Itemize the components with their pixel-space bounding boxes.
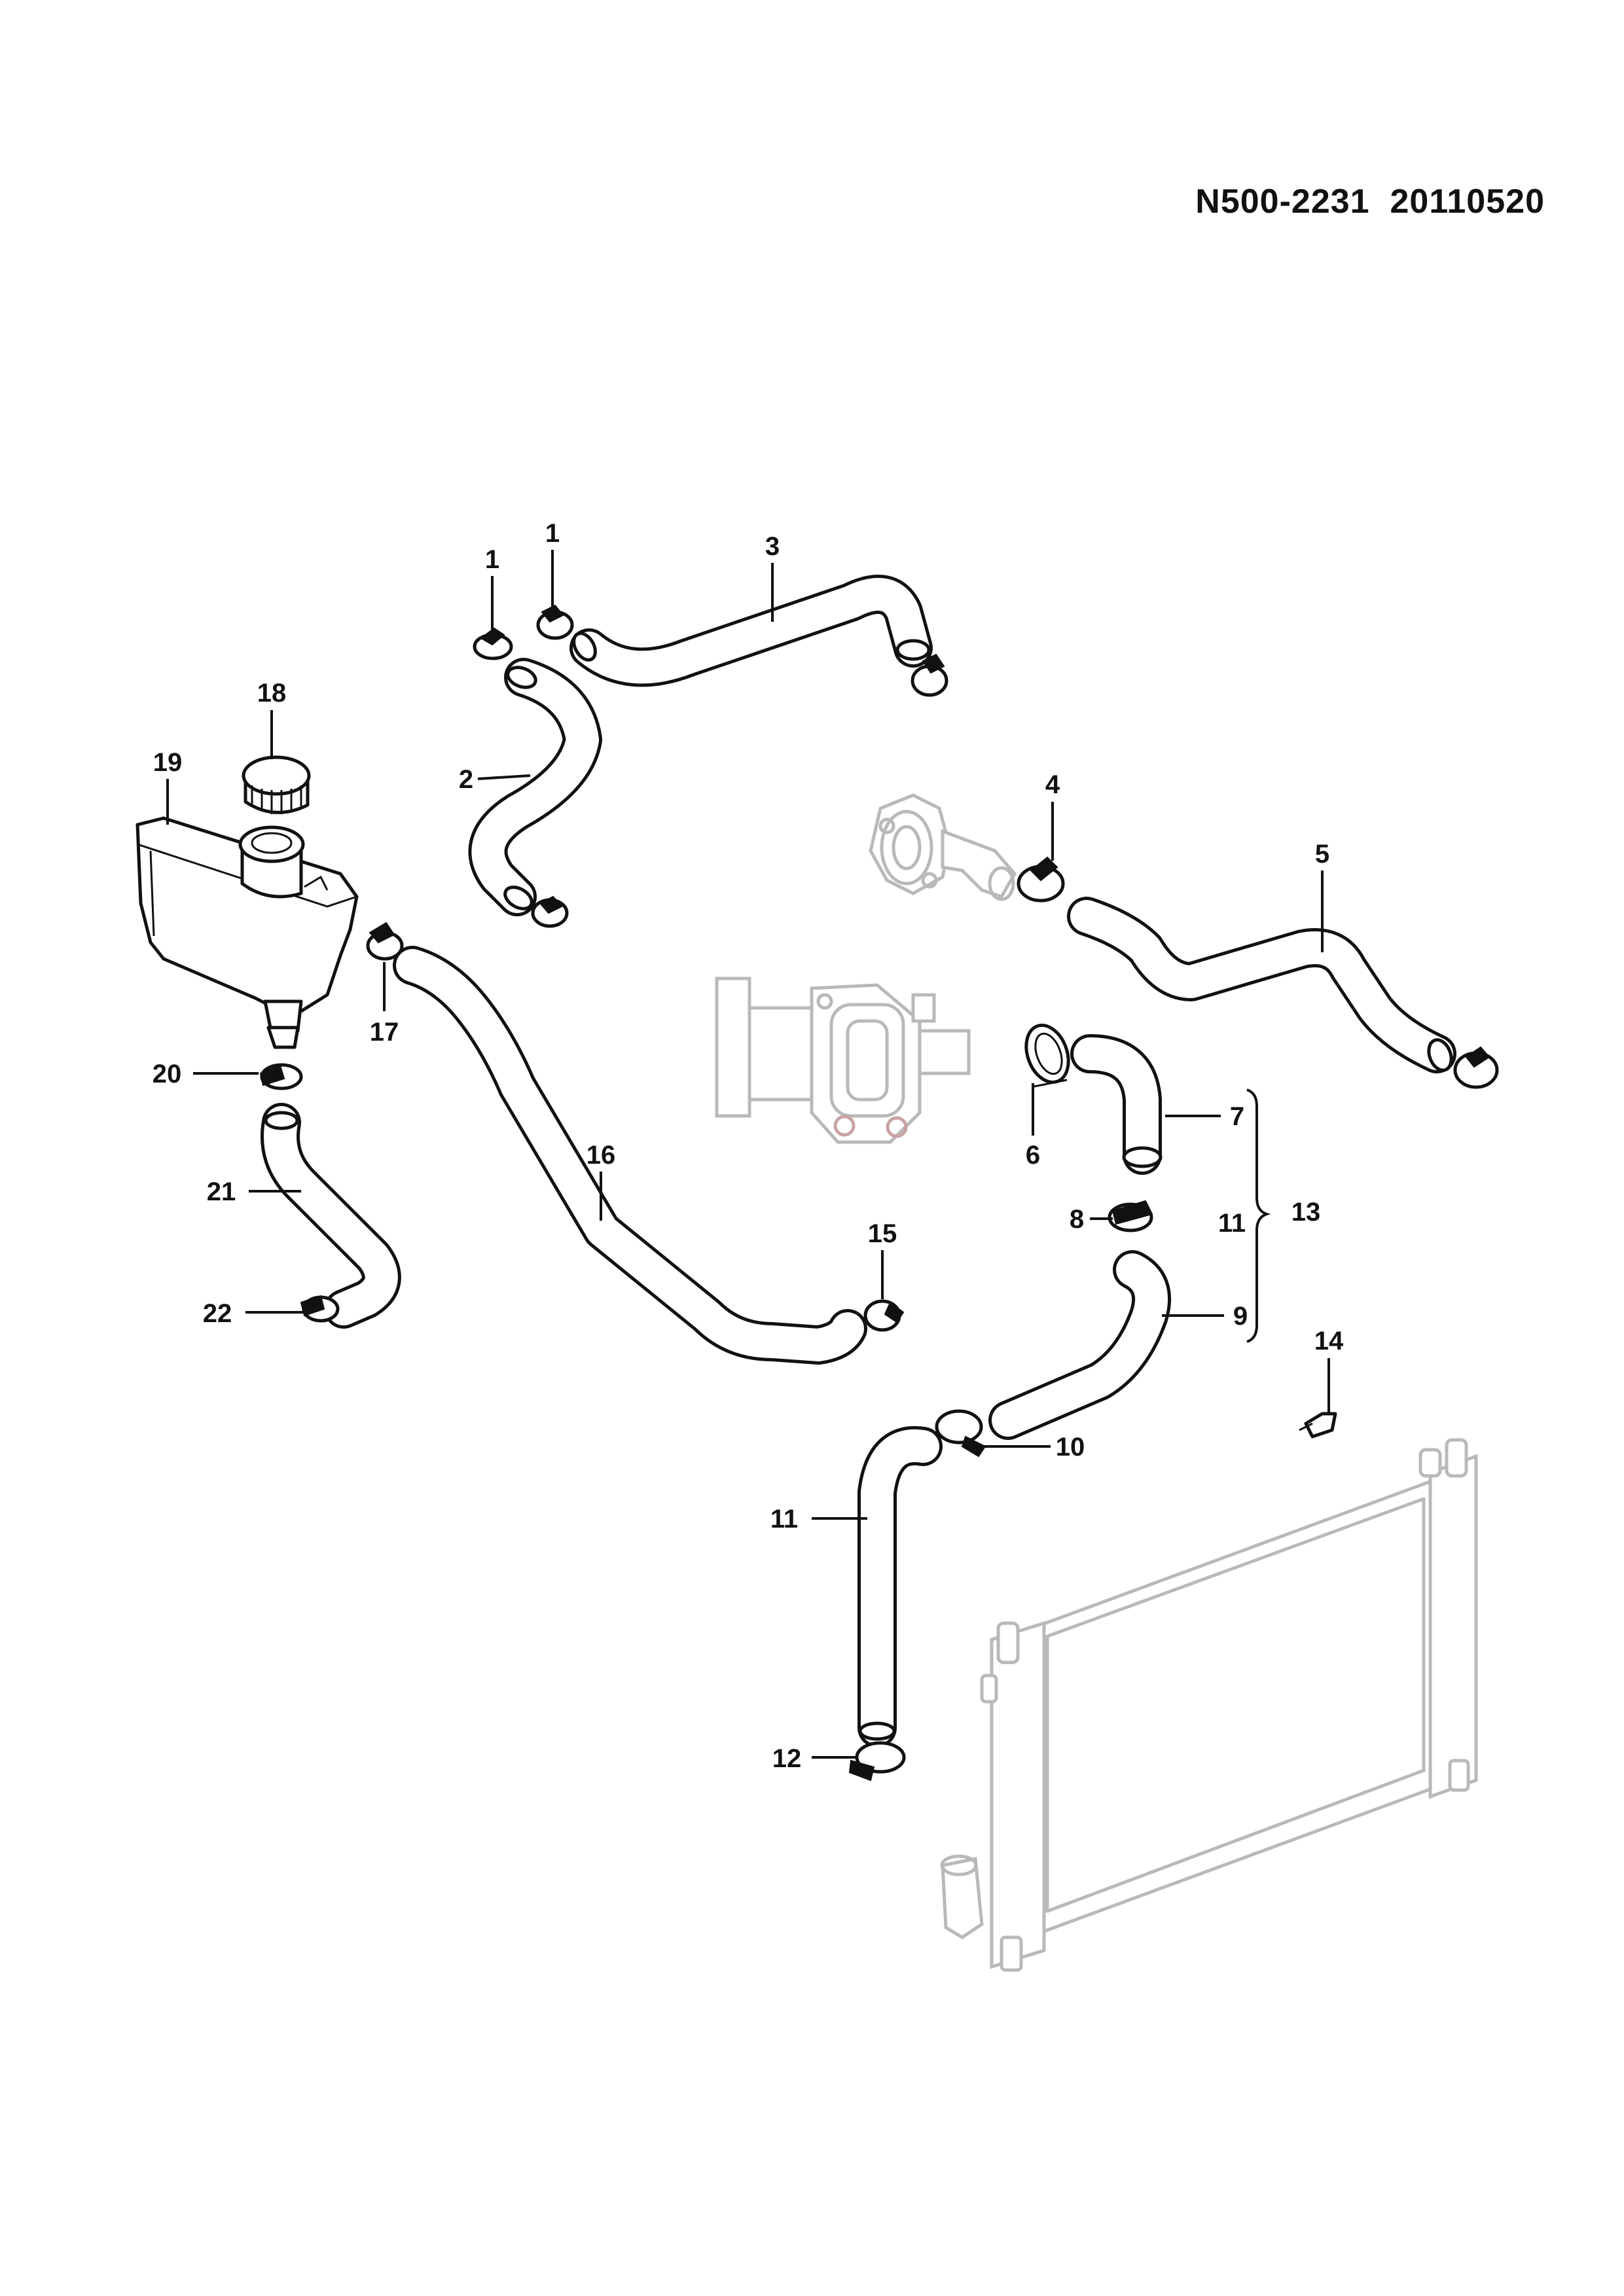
clamp-15 xyxy=(863,1299,905,1332)
ring-6 xyxy=(1024,1023,1070,1088)
hose-21 xyxy=(261,1103,401,1329)
callout-20: 20 xyxy=(153,1060,182,1088)
clamp-4 xyxy=(1017,856,1065,903)
callout-9: 9 xyxy=(1233,1302,1248,1331)
callout-numbers: 1 1 3 2 4 5 6 7 8 11 13 9 14 10 11 12 15… xyxy=(153,519,1344,1773)
callout-13: 13 xyxy=(1291,1198,1321,1227)
clamp-1a xyxy=(473,627,513,660)
radiator-ghost xyxy=(940,1438,1478,1972)
callout-18: 18 xyxy=(257,679,287,708)
thermostat-housing-ghost xyxy=(869,793,1017,901)
hose-9 xyxy=(988,1250,1172,1440)
document-date: 20110520 xyxy=(1390,183,1545,221)
clamp-20 xyxy=(259,1063,303,1090)
clamp-2-end xyxy=(531,895,569,928)
clamp-10 xyxy=(935,1409,986,1458)
hose-5 xyxy=(1067,897,1456,1073)
callout-3: 3 xyxy=(765,532,780,561)
callout-11b: 11 xyxy=(770,1505,798,1534)
clamp-12 xyxy=(848,1741,906,1782)
document-code: N500-2231 20110520 xyxy=(1074,182,1545,221)
callout-6: 6 xyxy=(1026,1141,1040,1170)
callout-19: 19 xyxy=(153,748,183,777)
document-number: N500-2231 xyxy=(1195,183,1370,221)
callout-14: 14 xyxy=(1314,1327,1344,1355)
callout-2: 2 xyxy=(459,765,473,794)
callout-11a: 11 xyxy=(1218,1209,1246,1238)
leader-lines xyxy=(166,550,1330,1759)
callout-1b: 1 xyxy=(545,519,560,548)
callout-17: 17 xyxy=(370,1018,399,1047)
hose-7 xyxy=(1070,1034,1163,1175)
callout-15: 15 xyxy=(868,1219,897,1248)
callout-8: 8 xyxy=(1070,1205,1084,1234)
callout-4: 4 xyxy=(1045,770,1060,799)
clamp-17 xyxy=(366,922,404,961)
clamp-8 xyxy=(1108,1200,1153,1232)
callout-16: 16 xyxy=(586,1141,616,1170)
bracket-14 xyxy=(1299,1412,1337,1439)
hose-16 xyxy=(393,946,867,1365)
callout-7: 7 xyxy=(1230,1102,1244,1131)
clamp-1b xyxy=(536,604,574,640)
clamp-22 xyxy=(300,1295,340,1323)
expansion-tank-cap xyxy=(242,755,311,814)
callout-22: 22 xyxy=(203,1299,232,1328)
callout-5: 5 xyxy=(1315,840,1329,869)
hose-11 xyxy=(857,1426,943,1748)
clamp-5-end xyxy=(1453,1046,1499,1089)
expansion-tank xyxy=(135,816,359,1049)
callout-10: 10 xyxy=(1056,1433,1085,1462)
group-bracket-13 xyxy=(1246,1088,1271,1343)
hose-3 xyxy=(569,575,933,687)
callout-12: 12 xyxy=(772,1744,802,1773)
hose-2 xyxy=(468,658,602,916)
callout-21: 21 xyxy=(207,1177,236,1206)
callout-1a: 1 xyxy=(485,545,499,574)
clamp-3-end xyxy=(911,653,948,697)
water-outlet-ghost xyxy=(715,977,971,1144)
